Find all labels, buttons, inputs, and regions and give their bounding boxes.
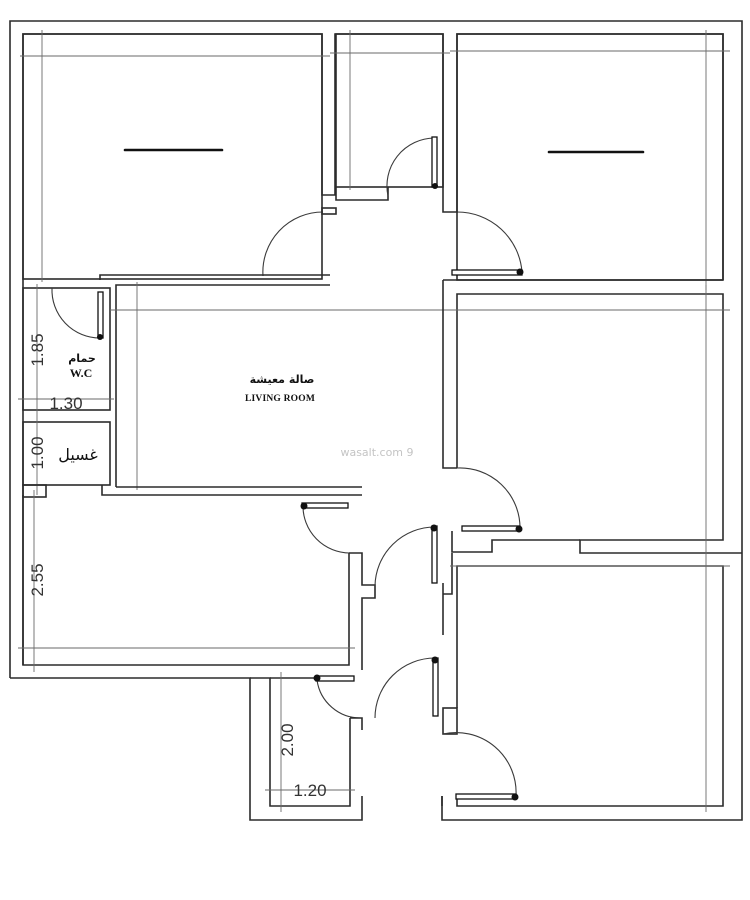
bedroom-top-right: [450, 30, 730, 290]
wc-room: حمام W.C 1.85 1.30: [18, 284, 114, 415]
bedroom-middle-right: [430, 285, 730, 560]
dimension-storage-height: 2.00: [278, 723, 297, 756]
watermark: wasalt.com 9: [340, 446, 413, 459]
living-room-label-ar: صالة معيشة: [250, 373, 315, 386]
bedroom-bottom-right: [374, 552, 742, 812]
outer-walls: [9, 20, 743, 821]
dimension-laundry-height: 1.00: [28, 436, 47, 469]
dimension-storage-width: 1.20: [293, 781, 326, 800]
wc-label-ar: حمام: [68, 352, 96, 365]
dimension-wc-height: 1.85: [28, 333, 47, 366]
corridor-walls: [99, 186, 723, 298]
bedroom-top-left: [20, 30, 337, 282]
dimension-bedroom-left-height: 2.55: [28, 563, 47, 596]
hall: [349, 524, 453, 670]
wc-label-en: W.C: [70, 366, 93, 380]
laundry-room: غسيل 1.00: [22, 415, 111, 498]
living-room: صالة معيشة LIVING ROOM wasalt.com 9: [101, 282, 450, 496]
laundry-label: غسيل: [58, 445, 98, 464]
storage-room: 2.00 1.20: [250, 672, 363, 812]
closet-top-middle: [330, 30, 450, 201]
bedroom-left: 2.55: [18, 490, 355, 672]
living-room-label-en: LIVING ROOM: [245, 394, 315, 404]
dimension-wc-width: 1.30: [49, 394, 82, 413]
